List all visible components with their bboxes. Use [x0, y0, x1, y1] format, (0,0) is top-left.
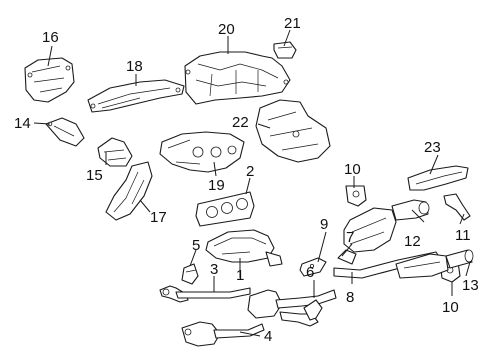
callout-5: 5: [192, 237, 200, 254]
heat-shield-19: [159, 131, 245, 173]
muffler-7: [337, 207, 397, 265]
bracket-9: [299, 257, 327, 277]
callout-8: 8: [346, 289, 354, 306]
callout-4: 4: [264, 328, 272, 345]
y-pipe-6: [247, 289, 337, 327]
exhaust-manifold-1: [205, 229, 283, 267]
callout-14: 14: [14, 115, 31, 132]
callout-10-lower: 10: [442, 299, 459, 316]
gasket-2: [195, 191, 255, 227]
heat-shield-17: [105, 161, 153, 221]
callout-17: 17: [150, 209, 167, 226]
bracket-14: [45, 117, 85, 147]
heat-shield-16: [24, 57, 75, 103]
callout-22: 22: [232, 114, 249, 131]
leader-lines: [33, 29, 471, 337]
callout-15: 15: [86, 167, 103, 184]
bracket-5: [181, 263, 199, 285]
heat-shield-18: [87, 79, 185, 113]
callout-3: 3: [210, 261, 218, 278]
callout-23: 23: [424, 139, 441, 156]
hanger-10-upper: [345, 185, 367, 207]
callout-11: 11: [455, 227, 471, 244]
heat-shield-20: [184, 51, 291, 105]
callout-6: 6: [306, 264, 314, 281]
tail-pipe-12: [391, 199, 430, 221]
clip-21: [273, 41, 297, 59]
callout-labels: 16 18 20 21 14 15 22 19 2 17 5 1 3 4 6 1…: [14, 15, 479, 345]
callout-7: 7: [346, 229, 354, 246]
callout-9: 9: [320, 216, 328, 233]
callout-19: 19: [208, 177, 225, 194]
heat-shield-15: [97, 137, 133, 167]
callout-21: 21: [284, 15, 301, 32]
callout-10-upper: 10: [344, 161, 361, 178]
callout-13: 13: [462, 277, 479, 294]
front-pipe-3: [159, 285, 251, 303]
callout-18: 18: [126, 58, 143, 75]
heat-shield-22: [255, 99, 331, 163]
callout-16: 16: [42, 29, 59, 46]
rear-pipe-8: [333, 249, 474, 279]
callout-20: 20: [218, 21, 235, 38]
callout-2: 2: [246, 163, 254, 180]
callout-1: 1: [236, 267, 244, 284]
heat-shield-23: [407, 165, 469, 191]
callout-12: 12: [404, 233, 421, 250]
bracket-11: [443, 193, 471, 221]
